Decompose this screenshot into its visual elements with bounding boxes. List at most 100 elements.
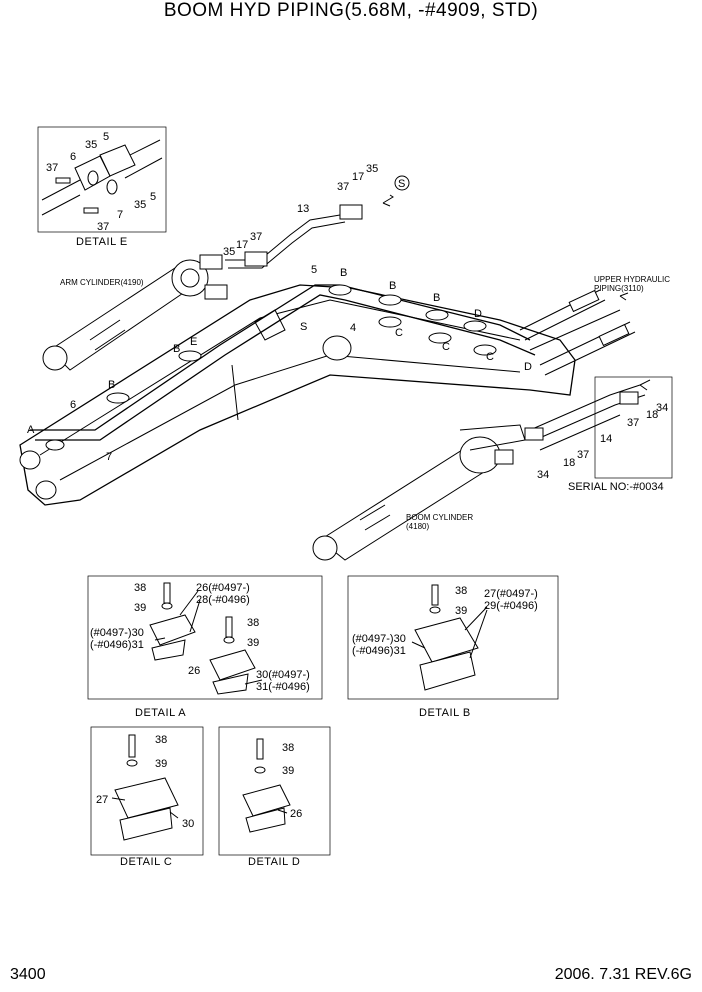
callout-18b: 18 bbox=[563, 457, 575, 469]
serial-label: SERIAL NO:-#0034 bbox=[568, 481, 664, 493]
callout-s-1: S bbox=[398, 178, 405, 190]
clamp-d-1 bbox=[463, 320, 487, 332]
detail-d-plate bbox=[245, 807, 286, 833]
detail-b-callout-29: 29(-#0496) bbox=[484, 600, 538, 612]
detail-a-bolt-2 bbox=[225, 616, 233, 638]
upper-fitting-b bbox=[598, 323, 630, 347]
detail-a-bolt-1 bbox=[163, 582, 171, 604]
callout-c-3: C bbox=[486, 351, 494, 363]
detail-e-oring-b bbox=[106, 179, 118, 195]
detail-e-callout-37b: 37 bbox=[97, 221, 109, 233]
detail-d-callout-39: 39 bbox=[282, 765, 294, 777]
detail-a-callout-26b: 26 bbox=[188, 665, 200, 677]
callout-37d: 37 bbox=[577, 449, 589, 461]
detail-c-callout-39: 39 bbox=[155, 758, 167, 770]
boom-cylinder-port bbox=[494, 449, 514, 465]
upper-fitting-a bbox=[568, 289, 600, 313]
detail-b-bolt bbox=[431, 584, 439, 606]
clamp-c-3 bbox=[473, 344, 497, 356]
callout-a: A bbox=[27, 424, 35, 436]
detail-c-frame bbox=[90, 726, 204, 856]
arm-cylinder-head-bore bbox=[180, 268, 200, 288]
detail-d-frame bbox=[218, 726, 331, 856]
detail-e-oring-a bbox=[87, 170, 99, 186]
pipe-17-flange bbox=[244, 251, 268, 267]
pipe-line-upper bbox=[30, 284, 531, 431]
detail-d: 38 39 26 DETAIL D bbox=[218, 726, 331, 868]
callout-c-1: C bbox=[395, 327, 403, 339]
detail-e-bolt-b bbox=[83, 207, 99, 214]
detail-e-callout-35b: 35 bbox=[134, 199, 146, 211]
detail-b-callout-38: 38 bbox=[455, 585, 467, 597]
boom-cylinder-eye bbox=[312, 535, 338, 561]
boom-cylinder-head bbox=[459, 436, 501, 474]
detail-a-callout-38a: 38 bbox=[134, 582, 146, 594]
detail-b-washer bbox=[429, 606, 441, 614]
callout-c-2: C bbox=[442, 341, 450, 353]
page-title: BOOM HYD PIPING(5.68M, -#4909, STD) bbox=[163, 0, 539, 21]
arrow-serial bbox=[639, 379, 651, 391]
callout-37b: 37 bbox=[250, 231, 262, 243]
boom-cylinder-label-2: (4180) bbox=[406, 522, 429, 531]
boom-bracket bbox=[254, 309, 286, 341]
boom-body bbox=[19, 284, 576, 506]
callout-13: 13 bbox=[297, 203, 309, 215]
callout-s-2: S bbox=[300, 321, 307, 333]
detail-b-clamp bbox=[414, 617, 479, 663]
arm-cylinder-port-b bbox=[204, 284, 228, 300]
detail-c-bolt bbox=[128, 734, 136, 758]
callout-5: 5 bbox=[311, 264, 317, 276]
detail-e-frame bbox=[37, 126, 167, 233]
arm-cylinder-label: ARM CYLINDER(4190) bbox=[60, 278, 144, 287]
arrow-s bbox=[382, 194, 394, 207]
detail-e-flange-right bbox=[99, 144, 136, 177]
detail-a-label: DETAIL A bbox=[135, 707, 186, 719]
detail-a: 38 39 26(#0497-) 28(-#0496) (#0497-)30 (… bbox=[87, 575, 323, 719]
pipe-13-a bbox=[225, 214, 341, 261]
callout-34a: 34 bbox=[656, 402, 668, 414]
clamp-b-5 bbox=[425, 309, 449, 321]
arm-cylinder-head bbox=[171, 259, 209, 297]
detail-a-plate-1 bbox=[151, 639, 186, 661]
upper-hydraulic-label-2: PIPING(3110) bbox=[594, 284, 644, 293]
detail-e-bolt-a bbox=[55, 177, 71, 184]
callout-35a: 35 bbox=[366, 163, 378, 175]
detail-a-callout-38b: 38 bbox=[247, 617, 259, 629]
callout-b-1: B bbox=[340, 267, 347, 279]
pipe-13-b bbox=[228, 221, 346, 269]
callout-17a: 17 bbox=[352, 171, 364, 183]
detail-e-label: DETAIL E bbox=[76, 236, 128, 248]
callout-6: 6 bbox=[70, 399, 76, 411]
detail-d-label: DETAIL D bbox=[248, 856, 300, 868]
detail-d-callout-26: 26 bbox=[290, 808, 302, 820]
callout-e: E bbox=[190, 336, 197, 348]
detail-e-callout-35a: 35 bbox=[85, 139, 97, 151]
detail-a-leaders bbox=[154, 590, 263, 685]
boom-cylinder-label-1: BOOM CYLINDER bbox=[406, 513, 473, 522]
detail-d-leader bbox=[277, 809, 288, 814]
detail-a-frame bbox=[87, 575, 323, 700]
clamp-b-4 bbox=[378, 294, 402, 306]
detail-a-callout-30b: 30(#0497-) bbox=[256, 669, 310, 681]
arm-cylinder-eye bbox=[42, 345, 68, 371]
callout-circle-s bbox=[394, 175, 410, 191]
callout-35b: 35 bbox=[223, 246, 235, 258]
callout-b-4: B bbox=[173, 343, 180, 355]
detail-a-washer-2 bbox=[223, 636, 235, 644]
detail-d-bolt bbox=[256, 738, 264, 760]
callout-37a: 37 bbox=[337, 181, 349, 193]
clamp-c-1 bbox=[378, 316, 402, 328]
detail-c-callout-27: 27 bbox=[96, 794, 108, 806]
arm-cylinder-rings bbox=[89, 319, 126, 351]
detail-a-washer-1 bbox=[161, 602, 173, 610]
detail-a-callout-28: 28(-#0496) bbox=[196, 594, 250, 606]
detail-e: 5 35 6 37 35 5 7 37 DETAIL E bbox=[37, 126, 167, 248]
detail-c-callout-38: 38 bbox=[155, 734, 167, 746]
detail-c-leaders bbox=[111, 797, 179, 819]
revision-date: 2006. 7.31 REV.6G bbox=[554, 966, 692, 983]
boom-tip-a bbox=[19, 450, 41, 470]
detail-e-callout-5a: 5 bbox=[103, 131, 109, 143]
callout-7: 7 bbox=[106, 451, 112, 463]
callout-d-2: D bbox=[524, 361, 532, 373]
